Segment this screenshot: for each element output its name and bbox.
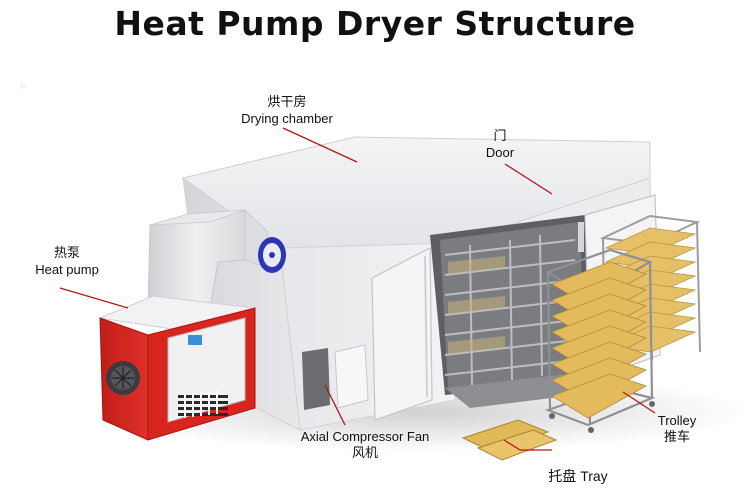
label-drying-chamber: 烘干房 Drying chamber	[232, 94, 342, 127]
label-heat-pump: 热泵 Heat pump	[22, 245, 112, 278]
leader-lines	[59, 127, 656, 451]
label-heat-pump-en: Heat pump	[35, 262, 99, 277]
label-tray-en: Tray	[580, 468, 608, 484]
label-axial-fan-en: Axial Compressor Fan	[300, 429, 430, 444]
heat-pump-unit	[98, 295, 257, 441]
label-trolley-en: Trolley	[657, 413, 697, 428]
label-tray-cn: 托盘	[548, 468, 577, 484]
label-door: 门 Door	[470, 128, 530, 161]
fan-hatch	[302, 344, 369, 410]
label-door-en: Door	[485, 145, 515, 160]
label-axial-fan-cn: 风机	[351, 445, 378, 460]
label-drying-chamber-cn: 烘干房	[267, 94, 307, 109]
label-heat-pump-cn: 热泵	[53, 245, 80, 260]
label-trolley: Trolley 推车	[642, 412, 712, 445]
air-duct	[147, 209, 286, 313]
label-drying-chamber-en: Drying chamber	[241, 111, 333, 126]
label-trolley-cn: 推车	[663, 429, 690, 444]
label-axial-fan: Axial Compressor Fan 风机	[290, 428, 440, 461]
label-tray: 托盘 Tray	[528, 466, 628, 486]
left-door	[371, 247, 433, 421]
loose-trays	[461, 419, 558, 461]
label-door-cn: 门	[493, 128, 507, 143]
trolley-front	[544, 248, 656, 433]
diagram-title: Heat Pump Dryer Structure	[114, 4, 636, 43]
